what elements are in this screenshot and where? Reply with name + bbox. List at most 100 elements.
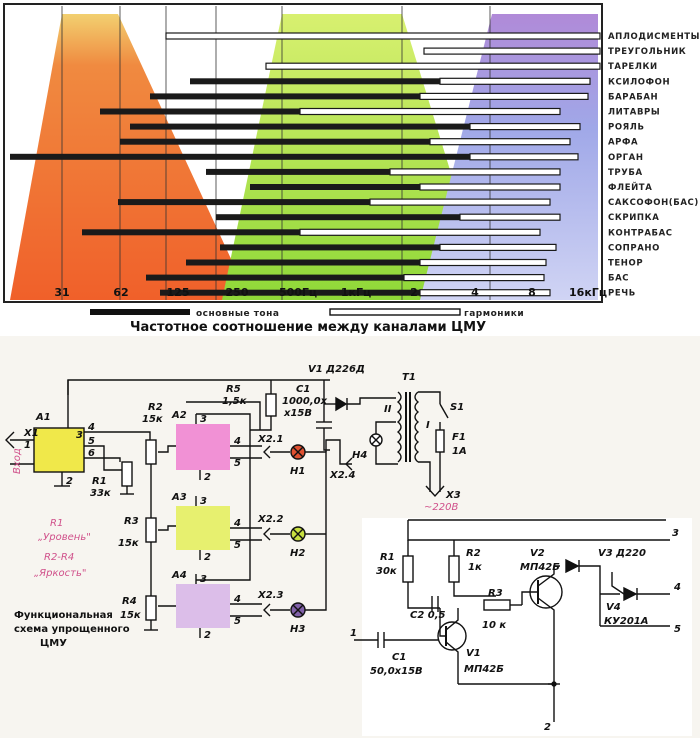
harmonics-bar bbox=[265, 62, 601, 70]
c2-node bbox=[551, 681, 557, 687]
r5-label: R5 bbox=[226, 384, 241, 395]
c2-v2-emitter bbox=[537, 597, 555, 684]
c2-pin5: 5 bbox=[674, 624, 681, 635]
chart-bars bbox=[10, 32, 601, 297]
a1-out-4 bbox=[84, 431, 151, 440]
harmonics-bar bbox=[429, 138, 571, 146]
fundamental-bar bbox=[220, 244, 440, 251]
a2-pin3: 3 bbox=[200, 414, 207, 425]
a1-pin2: 2 bbox=[66, 476, 73, 487]
harmonics-bar bbox=[165, 32, 601, 40]
r3-value: 15к bbox=[118, 538, 139, 549]
instrument-label: ТЕНОР bbox=[608, 259, 643, 269]
c2-v2-base-wire bbox=[521, 591, 538, 605]
fundamental-bar bbox=[100, 108, 300, 115]
harmonics-bar bbox=[459, 213, 561, 221]
r1-label: R1 bbox=[92, 476, 107, 487]
x3-note: ~220В bbox=[424, 502, 458, 513]
c2-pin1: 1 bbox=[350, 628, 357, 639]
frequency-tick-label: 125 bbox=[167, 286, 190, 299]
functional-schematic bbox=[5, 379, 449, 638]
c2-c2-label: C2 0,5 bbox=[410, 610, 446, 621]
a4-pin2: 2 bbox=[204, 630, 211, 641]
x1-label: X1 bbox=[23, 428, 39, 439]
harmonics-bar bbox=[369, 198, 551, 206]
a2-block bbox=[176, 424, 230, 470]
r5-value: 1,5к bbox=[222, 396, 247, 407]
x3-label: X3 bbox=[445, 490, 461, 501]
frequency-tick-label: 500Гц bbox=[279, 286, 317, 299]
r1-resistor bbox=[121, 461, 133, 487]
h1-cross-2 bbox=[292, 446, 304, 458]
harmonics-bar bbox=[403, 274, 545, 282]
r5-wire-bottom bbox=[250, 416, 272, 431]
frequency-tick-label: 250 bbox=[226, 286, 249, 299]
a3-block bbox=[176, 506, 230, 550]
a4-pin3: 3 bbox=[200, 574, 207, 585]
a4-pin5: 5 bbox=[234, 616, 241, 627]
c2-v2-type: МП42Б bbox=[520, 562, 560, 573]
a1-block bbox=[33, 427, 85, 473]
c2-v1-base-wire bbox=[439, 608, 446, 637]
h4-wire-top bbox=[375, 421, 396, 434]
x2-2-connector bbox=[263, 527, 271, 541]
chart-caption: Частотное соотношение между каналами ЦМУ bbox=[130, 320, 486, 335]
bus-a2-a4 bbox=[196, 413, 251, 581]
instrument-label: САКСОФОН(БАС) bbox=[608, 198, 699, 208]
x1-pin1-label: 1 bbox=[24, 440, 31, 451]
r3-resistor bbox=[145, 517, 157, 543]
c2-c1-label: C1 bbox=[392, 652, 406, 663]
harmonics-bar bbox=[389, 168, 561, 176]
h3-cross-2 bbox=[292, 604, 304, 616]
frequency-tick-label: 8 bbox=[528, 286, 536, 299]
fundamental-bar bbox=[190, 78, 440, 85]
harmonics-bar bbox=[419, 92, 589, 101]
r1-note-2: „Уровень" bbox=[38, 532, 91, 543]
r4-label: R4 bbox=[122, 596, 137, 607]
schematic-caption-2: схема упрощенного bbox=[14, 624, 130, 635]
instrument-label: ТРУБА bbox=[608, 168, 643, 178]
s1-label: S1 bbox=[450, 402, 464, 413]
c2-r2-resistor bbox=[448, 555, 460, 583]
h4-label: H4 bbox=[352, 450, 367, 461]
frequency-chart: АПЛОДИСМЕНТЫТРЕУГОЛЬНИКТАРЕЛКИКСИЛОФОНБА… bbox=[0, 0, 700, 336]
instrument-label: ФЛЕЙТА bbox=[608, 181, 652, 193]
frequency-tick-label: 16кГц bbox=[569, 286, 607, 299]
c1-value2: х15В bbox=[283, 408, 312, 419]
r2-resistor bbox=[145, 439, 157, 465]
c1-wire-bottom bbox=[323, 428, 330, 451]
instrument-labels: АПЛОДИСМЕНТЫТРЕУГОЛЬНИКТАРЕЛКИКСИЛОФОНБА… bbox=[608, 32, 699, 299]
h3-label: H3 bbox=[290, 624, 305, 635]
x2-1-label: X2.1 bbox=[257, 434, 283, 445]
schematic-caption-1: Функциональная bbox=[14, 610, 113, 621]
c2-v4-control bbox=[611, 572, 625, 595]
fundamental-bar bbox=[82, 229, 300, 236]
a2-pin5: 5 bbox=[234, 458, 241, 469]
harmonics-bar bbox=[419, 289, 551, 297]
instrument-label: БАС bbox=[608, 274, 629, 284]
f1-value: 1А bbox=[452, 446, 467, 457]
c2-v3-diode bbox=[565, 558, 580, 574]
c2-pin3: 3 bbox=[672, 528, 679, 539]
r4-value: 15к bbox=[120, 610, 141, 621]
a1-out-6 bbox=[84, 457, 121, 462]
instrument-label: СКРИПКА bbox=[608, 213, 659, 223]
r3-wiper bbox=[158, 525, 176, 531]
fundamental-bar bbox=[146, 274, 404, 281]
fundamental-bar bbox=[216, 214, 460, 221]
harmonics-bar bbox=[423, 47, 601, 55]
a3-pin5: 5 bbox=[234, 540, 241, 551]
c2-pin4: 4 bbox=[673, 582, 681, 593]
instrument-label: ОРГАН bbox=[608, 153, 644, 163]
c2-r1-label: R1 bbox=[380, 552, 395, 563]
a3-pin3: 3 bbox=[200, 496, 207, 507]
a1-pin6: 6 bbox=[88, 448, 95, 459]
c2-c1-value: 50,0х15В bbox=[370, 666, 423, 677]
r2r4-note-2: „Яркость" bbox=[34, 568, 86, 579]
a1-label: A1 bbox=[35, 412, 51, 423]
x3-connector bbox=[425, 485, 445, 498]
fundamental-bar bbox=[130, 123, 470, 130]
a4-label: A4 bbox=[171, 570, 187, 581]
v1-diode bbox=[335, 396, 348, 412]
